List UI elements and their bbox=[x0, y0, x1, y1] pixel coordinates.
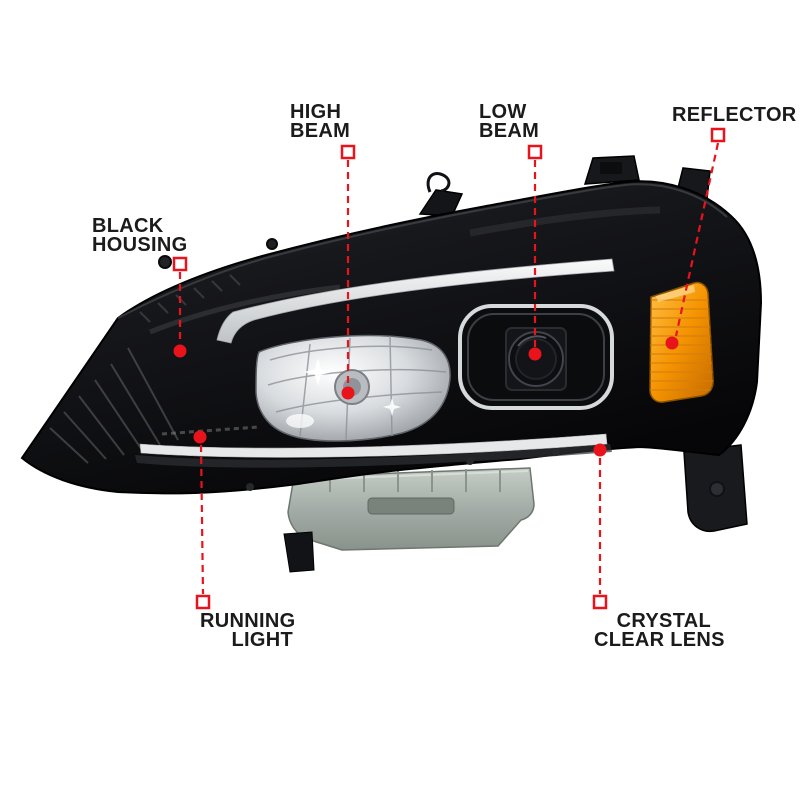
wire-clip-icon bbox=[426, 172, 451, 193]
running-light-strip bbox=[139, 433, 608, 458]
label-crystal-clear-lens-line2: CLEAR LENS bbox=[594, 629, 725, 651]
gloss-streak bbox=[149, 284, 341, 335]
reflector-leader-line bbox=[674, 142, 720, 337]
reflector-marker-dot bbox=[665, 336, 679, 350]
label-high-beam-line2: BEAM bbox=[290, 120, 351, 142]
black-housing-marker-dot bbox=[173, 344, 187, 358]
label-running-light: RUNNING LIGHT bbox=[200, 610, 296, 651]
high-beam-marker-square bbox=[340, 144, 356, 160]
running-light-marker-square bbox=[195, 594, 211, 610]
low-beam-bezel-inner bbox=[467, 313, 605, 401]
reflector-marker-square bbox=[710, 127, 726, 143]
label-high-beam-line1: HIGH bbox=[290, 101, 342, 123]
crystal-clear-lens-marker-dot bbox=[593, 443, 607, 457]
label-running-light-line2: LIGHT bbox=[231, 629, 293, 651]
adjuster-bolt-icon bbox=[158, 255, 172, 269]
lens-corner-ribs bbox=[49, 347, 179, 464]
housing-top-highlight bbox=[117, 183, 728, 319]
callout-markers bbox=[172, 127, 726, 610]
black-housing-marker-square bbox=[172, 256, 188, 272]
projector-lens-glint bbox=[517, 335, 547, 347]
label-black-housing-line2: HOUSING bbox=[92, 234, 188, 256]
amber-ridges bbox=[650, 299, 714, 391]
label-crystal-clear-lens-line1: CRYSTAL bbox=[616, 610, 711, 632]
label-low-beam: LOW BEAM bbox=[479, 101, 540, 142]
adjuster-bolt-icon bbox=[266, 238, 278, 250]
chrome-highlight bbox=[286, 414, 314, 428]
label-reflector: REFLECTOR bbox=[672, 104, 797, 126]
lens-lower-edge bbox=[135, 444, 612, 468]
screw-icon bbox=[246, 483, 254, 491]
screw-icon bbox=[466, 457, 474, 465]
bracket-bolt-icon bbox=[709, 481, 725, 497]
label-high-beam: HIGH BEAM bbox=[290, 101, 351, 142]
running-light-marker-dot bbox=[193, 430, 207, 444]
bracket-slot bbox=[367, 497, 455, 515]
crystal-clear-lens-marker-square bbox=[592, 594, 608, 610]
low-beam-marker-dot bbox=[528, 347, 542, 361]
mounting-tab-notch bbox=[600, 162, 622, 174]
drl-strip-upper bbox=[216, 258, 615, 344]
label-crystal-clear-lens: CRYSTAL CLEAR LENS bbox=[594, 610, 725, 651]
label-reflector-line1: REFLECTOR bbox=[672, 104, 797, 126]
bracket-foot-black bbox=[283, 531, 315, 573]
screw-icon bbox=[552, 448, 560, 456]
lens-marking bbox=[161, 425, 259, 436]
chrome-sparkle-icon bbox=[383, 398, 401, 416]
gloss-streak bbox=[469, 206, 661, 237]
running-light-leader-line bbox=[199, 444, 205, 595]
label-low-beam-line2: BEAM bbox=[479, 120, 540, 142]
high-beam-marker-dot bbox=[341, 386, 355, 400]
label-black-housing: BLACK HOUSING bbox=[92, 215, 188, 256]
chrome-sparkle-icon bbox=[304, 358, 332, 386]
low-beam-marker-square bbox=[527, 144, 543, 160]
label-low-beam-line1: LOW bbox=[479, 101, 527, 123]
label-running-light-line1: RUNNING bbox=[200, 610, 296, 632]
label-black-housing-line1: BLACK bbox=[92, 215, 164, 237]
